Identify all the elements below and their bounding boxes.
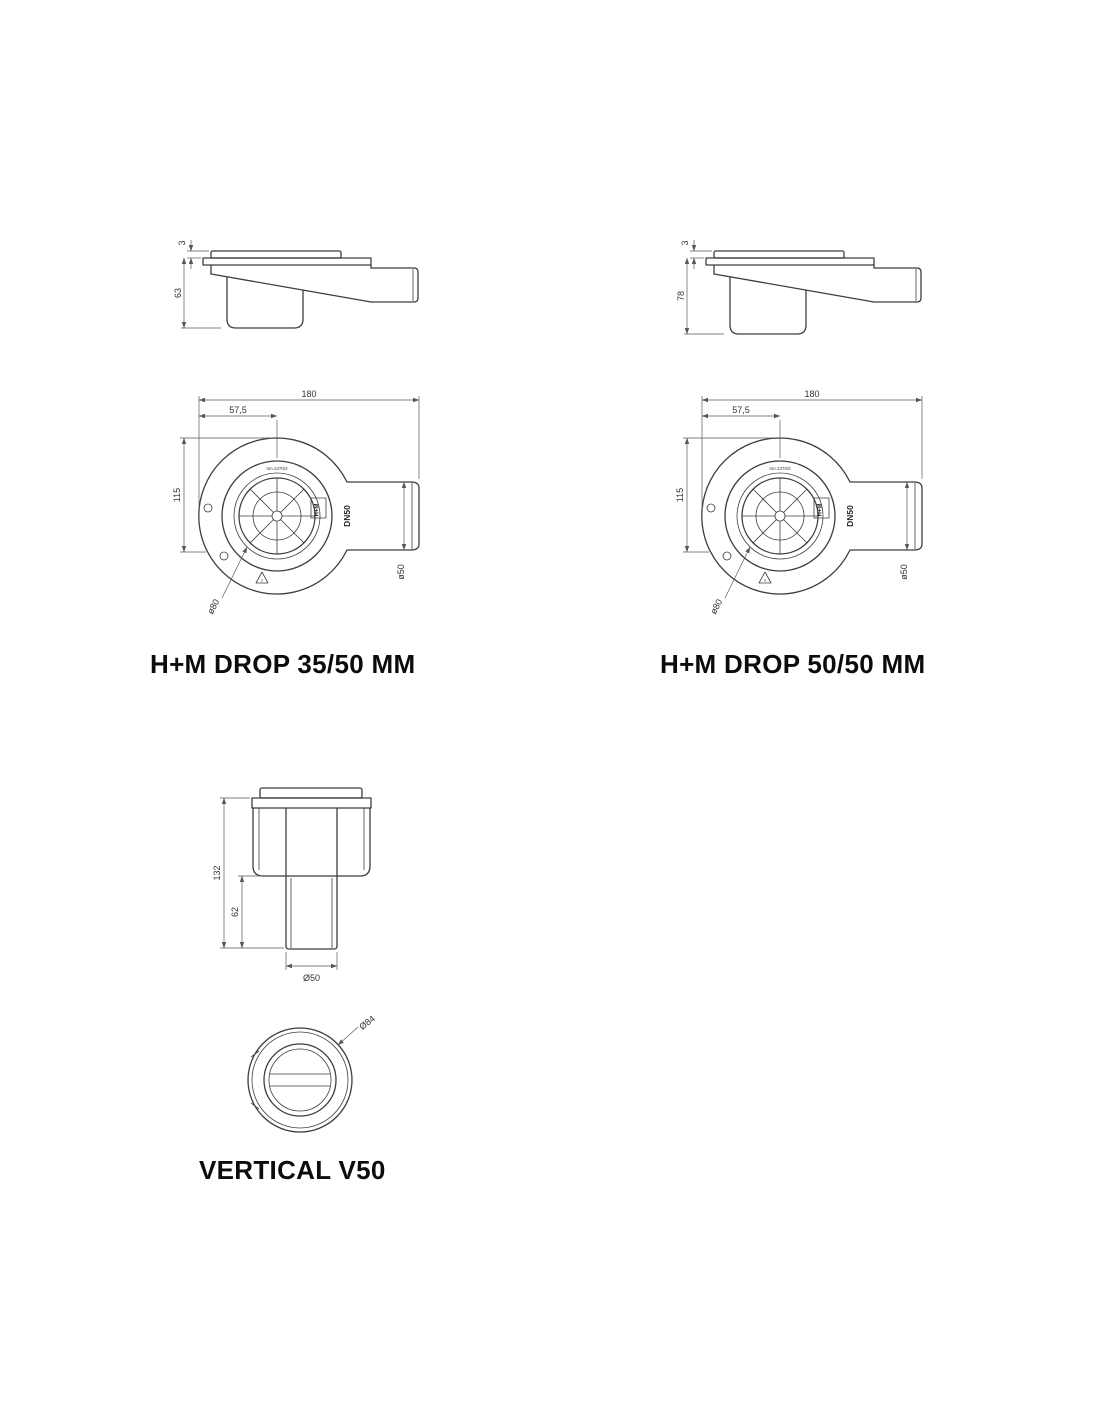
dim-lid-thickness: 3: [680, 240, 712, 269]
material-triangle-icon: 2: [255, 571, 269, 584]
dim-depth: 115: [172, 437, 272, 553]
dim-outlet-diameter-label: ø50: [396, 564, 406, 580]
vertical-v50-title: VERTICAL V50: [199, 1155, 386, 1185]
drain-side-body: [705, 250, 922, 335]
dim-outlet-diameter: Ø50: [285, 952, 338, 983]
drain-top-body: Inn.1370/2 DN50 H+M 2: [198, 437, 420, 595]
dn50-marking: DN50: [845, 505, 855, 527]
vertical-drain-body: [251, 787, 372, 950]
dim-total-height: 132: [212, 797, 284, 949]
dim-body-height: 78: [676, 257, 724, 335]
dim-center-offset-label: 57,5: [732, 405, 750, 415]
screw-hole: [219, 551, 229, 561]
dim-pipe-length-label: 62: [230, 907, 240, 917]
dim-grate-diameter-label: ø80: [205, 597, 221, 615]
dim-outer-diameter: Ø84: [337, 1013, 377, 1046]
dim-outlet-diameter-label: Ø50: [303, 973, 320, 983]
dim-overall-width-label: 180: [804, 389, 819, 399]
dim-depth-label: 115: [675, 488, 685, 502]
drop-3550-title: H+M DROP 35/50 MM: [150, 649, 416, 679]
vertical-v50-top-view: Ø84: [247, 1013, 377, 1133]
brand-logo-text: H+M: [818, 504, 824, 517]
dim-outlet-diameter-label: ø50: [899, 564, 909, 580]
material-mark-label: 2: [764, 578, 767, 583]
drop-5050-top-view: Inn.1370/2 DN50 H+M 2 180 57,5: [675, 389, 923, 616]
approval-text: Inn.1370/2: [769, 466, 791, 471]
brand-logo-text: H+M: [315, 504, 321, 517]
dim-lid-thickness: 3: [177, 240, 209, 269]
dim-body-height: 63: [173, 257, 221, 329]
dim-center-offset: 57,5: [198, 405, 278, 458]
dim-center-offset: 57,5: [701, 405, 781, 458]
dim-pipe-length: 62: [230, 875, 261, 949]
screw-hole: [706, 503, 716, 513]
approval-text: Inn.1370/2: [266, 466, 288, 471]
screw-hole: [203, 503, 213, 513]
drain-side-body: [202, 250, 419, 329]
drop-3550-side-view: 3 63: [173, 240, 419, 329]
screw-hole: [722, 551, 732, 561]
vertical-drain-top-body: [247, 1027, 353, 1133]
drop-3550-top-view: Inn.1370/2 DN50 H+M 2 180 57,5: [172, 389, 420, 616]
material-triangle-icon: 2: [758, 571, 772, 584]
dim-lid-thickness-label: 3: [680, 240, 690, 245]
rim-notch: [250, 1050, 260, 1058]
dn50-marking: DN50: [342, 505, 352, 527]
drop-5050-title: H+M DROP 50/50 MM: [660, 649, 926, 679]
dim-overall-width-label: 180: [301, 389, 316, 399]
grate-spokes: [239, 478, 315, 554]
dim-total-height-label: 132: [212, 865, 222, 880]
dim-grate-diameter-label: ø80: [708, 597, 724, 615]
dim-depth-label: 115: [172, 488, 182, 502]
dim-lid-thickness-label: 3: [177, 240, 187, 245]
dim-body-height-label: 63: [173, 288, 183, 298]
dim-outer-diameter-label: Ø84: [357, 1013, 377, 1031]
dim-center-offset-label: 57,5: [229, 405, 247, 415]
dim-outlet-diameter: ø50: [396, 481, 407, 580]
drop-5050-side-view: 3 78: [676, 240, 922, 335]
dim-body-height-label: 78: [676, 291, 686, 301]
dim-depth: 115: [675, 437, 775, 553]
drain-top-body: Inn.1370/2 DN50 H+M 2: [701, 437, 923, 595]
brand-logo: H+M: [813, 497, 830, 519]
rim-notch: [250, 1102, 260, 1110]
material-mark-label: 2: [261, 578, 264, 583]
grate-spokes: [742, 478, 818, 554]
dim-outlet-diameter: ø50: [899, 481, 910, 580]
brand-logo: H+M: [310, 497, 327, 519]
vertical-v50-side-view: 132 62 Ø50: [212, 787, 372, 983]
